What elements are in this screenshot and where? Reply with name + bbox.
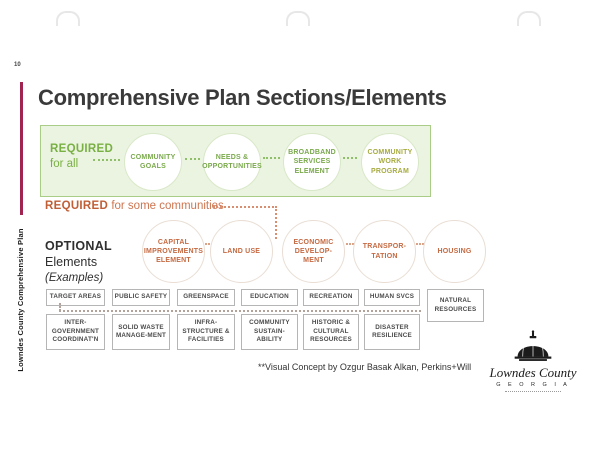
dotted-connector [93,159,120,161]
optional-box-community-sustainability: COMMUNITY SUSTAIN- ABILITY [241,314,298,350]
required-for-some-label: REQUIRED for some communities [45,200,224,212]
some-circle-capital-improvements: CAPITAL IMPROVEMENTS ELEMENT [142,220,205,283]
page-number: 10 [14,62,21,68]
optional-box-disaster-resilience: DISASTER RESILIENCE [364,314,420,350]
dotted-connector [205,243,213,245]
optional-box-public-safety: PUBLIC SAFETY [112,289,170,306]
punch-hole-icon [517,11,541,26]
optional-box-target-areas: TARGET AREAS [46,289,105,306]
page-title: Comprehensive Plan Sections/Elements [38,85,447,110]
dotted-connector [346,243,354,245]
required-for-some-label-bold: REQUIRED [45,200,109,212]
dotted-connector [263,157,280,159]
required-circle-community-goals: COMMUNITY GOALS [124,133,182,191]
optional-box-recreation: RECREATION [303,289,359,306]
punch-hole-icon [56,11,80,26]
optional-box-natural-resources: NATURAL RESOURCES [427,289,484,322]
optional-elements-label: OPTIONAL Elements (Examples) [45,238,112,286]
optional-examples: (Examples) [45,272,104,284]
punch-hole-icon [286,11,310,26]
optional-box-infrastructure-facilities: INFRA- STRUCTURE & FACILITIES [177,314,235,350]
required-circle-needs-opportunities: NEEDS & OPPORTUNITIES [202,133,262,191]
dotted-connector [343,157,357,159]
required-for-all-label: REQUIRED for all [50,142,113,172]
optional-box-solid-waste-management: SOLID WASTE MANAGE-MENT [112,314,170,350]
dotted-connector [416,243,424,245]
dotted-elbow-connector [213,206,277,239]
optional-box-historic-cultural-resources: HISTORIC & CULTURAL RESOURCES [303,314,359,350]
required-circle-broadband-services: BROADBAND SERVICES ELEMENT [283,133,341,191]
required-for-some-label-rest: for some communities [111,200,224,212]
optional-heading: OPTIONAL [45,239,112,253]
some-circle-housing: HOUSING [423,220,486,283]
courthouse-dome-icon [514,330,552,361]
logo-name: Lowndes County [489,365,577,380]
logo-url-line [505,391,561,392]
optional-box-human-svcs: HUMAN SVCS [364,289,420,306]
logo-state: G E O R G I A [496,382,570,388]
required-for-all-label-rest: for all [50,158,79,170]
some-circle-transportation: TRANSPOR- TATION [353,220,416,283]
some-circle-economic-development: ECONOMIC DEVELOP- MENT [282,220,345,283]
required-circle-community-work-program: COMMUNITY WORK PROGRAM [361,133,419,191]
dotted-separator-hook [59,303,61,311]
optional-box-education: EDUCATION [241,289,298,306]
spine-accent-line [20,82,23,215]
optional-box-greenspace: GREENSPACE [177,289,235,306]
visual-concept-attribution: **Visual Concept by Ozgur Basak Alkan, P… [258,362,472,372]
required-for-all-label-bold: REQUIRED [50,143,114,155]
some-circle-land-use: LAND USE [210,220,273,283]
dotted-connector [185,158,200,160]
dotted-separator [59,310,421,312]
document-side-label: Lowndes County Comprehensive Plan [16,228,25,372]
lowndes-county-logo: Lowndes County G E O R G I A [483,330,583,392]
optional-sub: Elements [45,255,98,269]
optional-box-intergovernment-coordination: INTER- GOVERNMENT COORDINAT'N [46,314,105,350]
